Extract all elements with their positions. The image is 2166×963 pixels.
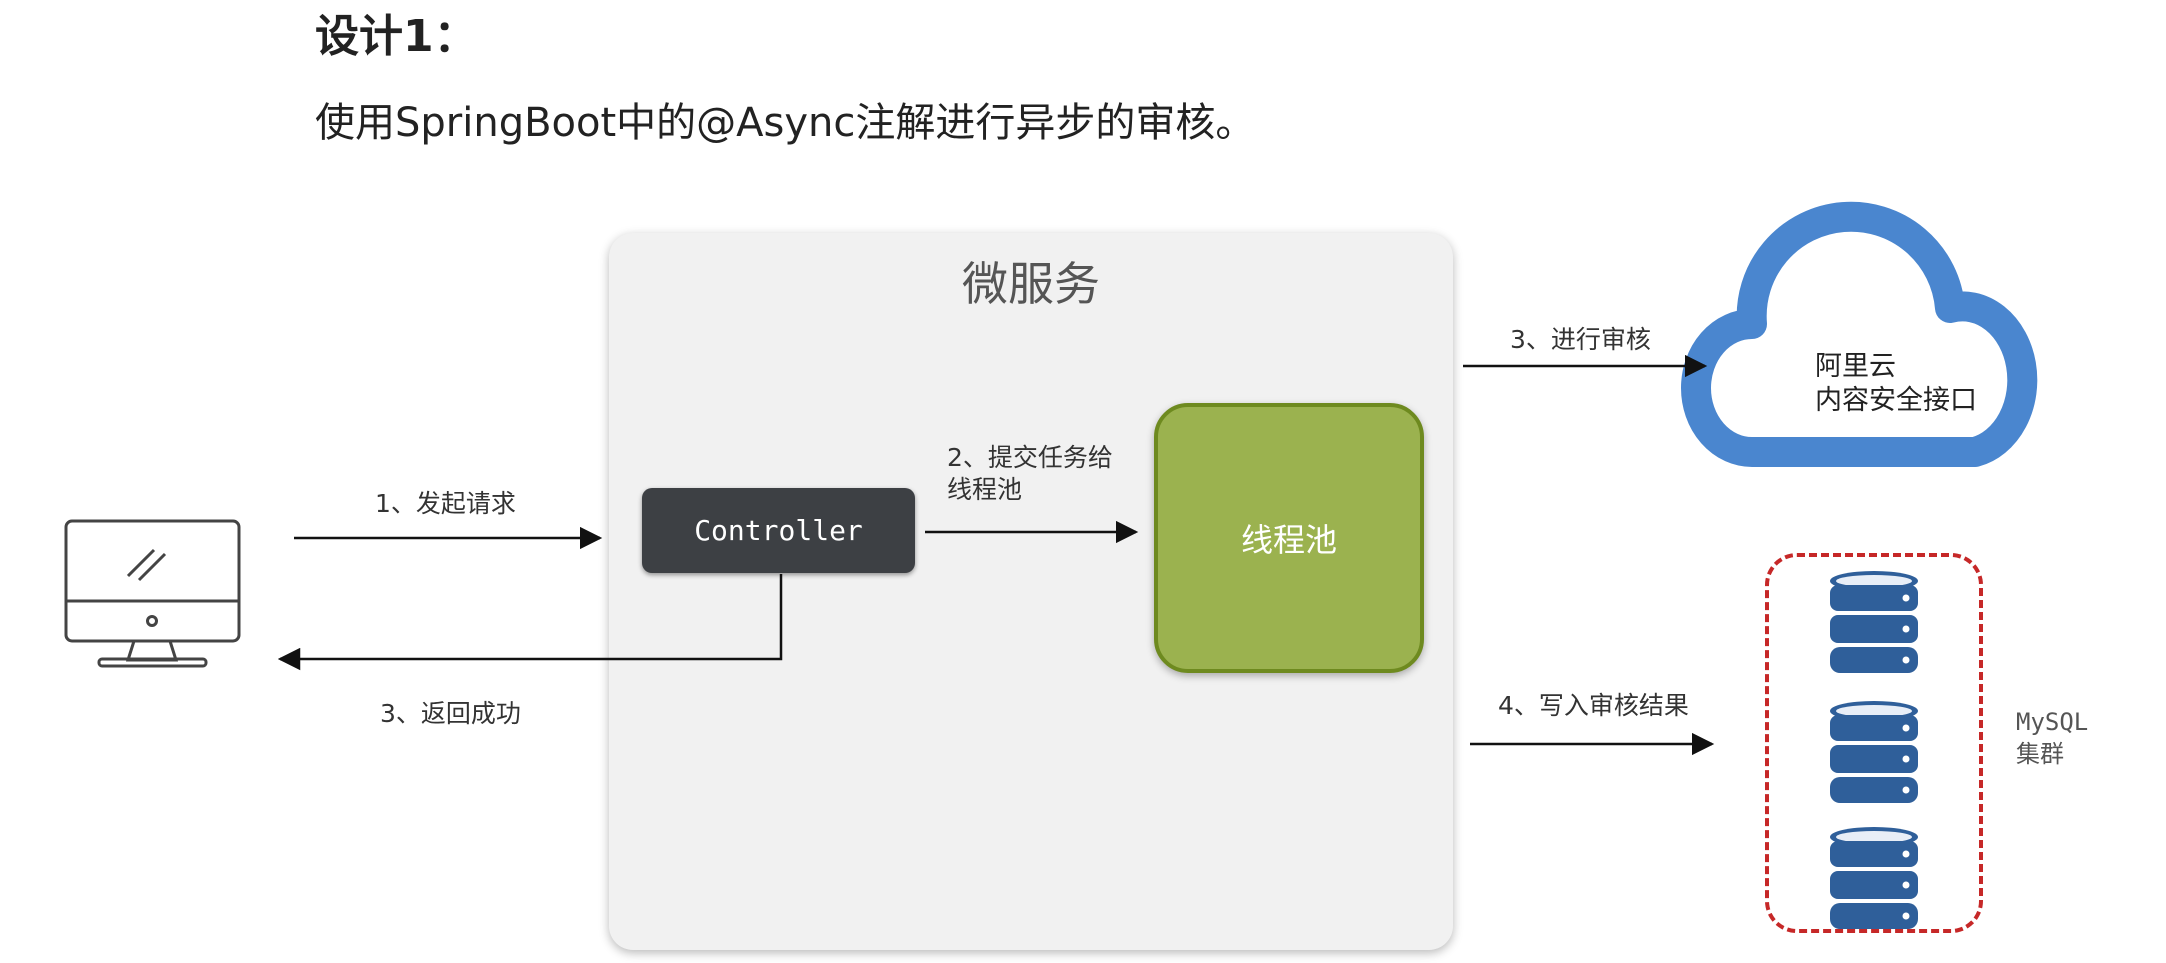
step-2-label-line1: 2、提交任务给 [947,443,1113,472]
mysql-label-line2: 集群 [2016,740,2064,768]
slide-subtitle: 使用SpringBoot中的@Async注解进行异步的审核。 [315,100,1256,146]
mysql-cluster-border [1765,553,1983,933]
cloud-label: 阿里云 内容安全接口 [1815,350,1977,418]
mysql-label-line1: MySQL [2016,708,2089,736]
step-2-label: 2、提交任务给 线程池 [947,442,1113,506]
step-3-review-label: 3、进行审核 [1510,325,1651,354]
cloud-label-line1: 阿里云 [1815,351,1896,382]
step-4-label: 4、写入审核结果 [1498,691,1689,720]
mysql-cluster-label: MySQL 集群 [2016,706,2088,770]
arrow-return [277,574,783,671]
controller-node: Controller [642,488,915,573]
monitor-icon [64,519,241,668]
step-3-return-label: 3、返回成功 [380,699,521,728]
thread-pool-node: 线程池 [1154,403,1424,673]
cloud-icon [1681,201,2038,467]
step-1-label: 1、发起请求 [375,489,516,518]
microservice-title: 微服务 [962,257,1100,311]
step-2-label-line2: 线程池 [947,475,1023,504]
slide-title: 设计1： [315,11,478,62]
cloud-label-line2: 内容安全接口 [1815,385,1977,416]
